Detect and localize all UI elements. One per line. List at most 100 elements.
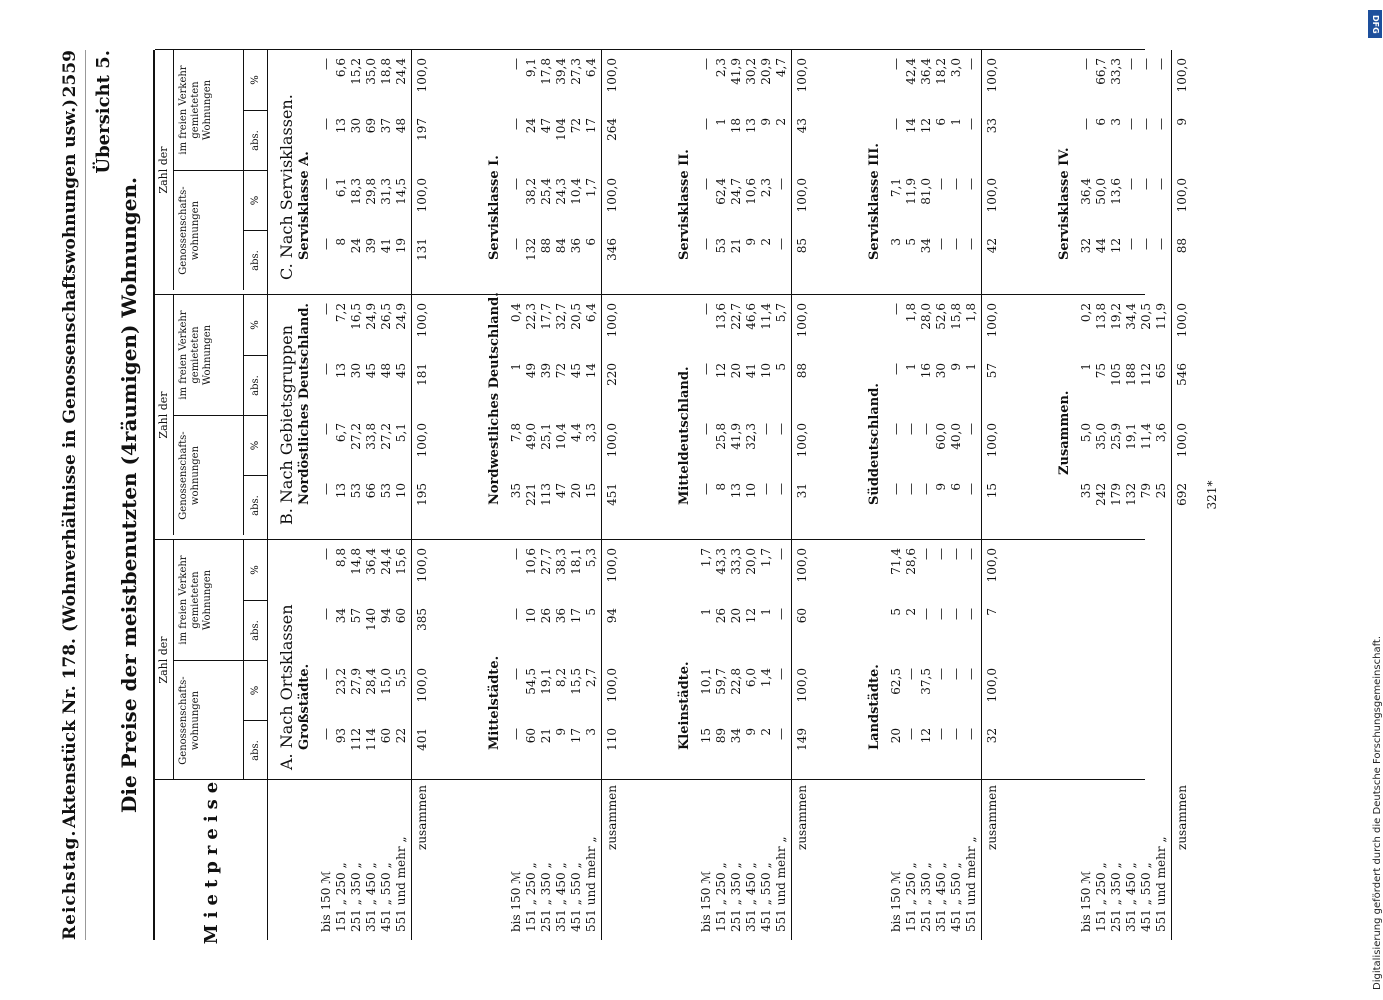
sum-cell: 9 — [1175, 118, 1189, 126]
frei-header: im freien Verkehr gemieteten Wohnungen — [173, 295, 243, 415]
header-middle: Aktenstück Nr. 178. (Wohnverhältnisse in… — [60, 98, 80, 829]
table-cell: 36 — [554, 608, 568, 624]
price-label: 451 „ 550 „ — [949, 862, 963, 932]
table-cell: 5,1 — [394, 423, 408, 443]
total-sum-cell: 100,0 — [1175, 423, 1189, 458]
block-title: Süddeutschland. — [867, 383, 882, 505]
table-cell: 17 — [584, 118, 598, 134]
table-cell: 13,6 — [1109, 178, 1123, 205]
block-title: Nordöstliches Deutschland. — [297, 303, 312, 505]
table-cell: 1 — [759, 608, 773, 616]
table-cell: — — [904, 668, 918, 680]
table-cell: 14,5 — [394, 178, 408, 205]
table-cell: 84 — [554, 238, 568, 254]
table-cell: 6,6 — [334, 58, 348, 78]
table-cell: 10,1 — [699, 668, 713, 695]
table-cell: 30 — [349, 363, 363, 379]
table-cell: 20 — [569, 483, 583, 499]
table-cell: — — [904, 483, 918, 495]
table-cell: 10,4 — [554, 423, 568, 450]
table-cell: 18,8 — [379, 58, 393, 85]
sum-cell: 33 — [985, 118, 999, 134]
table-cell: — — [699, 483, 713, 495]
sum-cell: 57 — [985, 363, 999, 379]
table-cell: 34 — [729, 728, 743, 744]
table-cell: 2,7 — [584, 668, 598, 688]
table-cell: 41,9 — [729, 423, 743, 450]
table-cell: 24,4 — [379, 548, 393, 575]
table-cell: 72 — [554, 363, 568, 379]
table-cell: 49 — [524, 363, 538, 379]
table-cell: 12 — [919, 118, 933, 134]
table-cell: 18 — [729, 118, 743, 134]
table-cell: — — [319, 363, 333, 375]
table-cell: 18,2 — [934, 58, 948, 85]
sum-label: zusammen — [415, 785, 429, 850]
overview-label: Übersicht 5. — [93, 50, 114, 174]
abs-header: abs. — [243, 355, 267, 415]
table-cell: 20 — [729, 363, 743, 379]
table-cell: 1 — [699, 608, 713, 616]
price-label: 151 „ 250 „ — [334, 862, 348, 932]
table-cell: 59,7 — [714, 668, 728, 695]
table-cell: 25,4 — [539, 178, 553, 205]
total-cell: 34,4 — [1124, 303, 1138, 330]
table-cell: — — [1079, 118, 1093, 130]
table-cell: — — [319, 58, 333, 70]
table-cell: 24,9 — [394, 303, 408, 330]
table-cell: 37,5 — [919, 668, 933, 695]
table-cell: 89 — [714, 728, 728, 744]
price-label: 551 und mehr „ — [1154, 836, 1168, 932]
table-cell: — — [699, 363, 713, 375]
sum-cell: 88 — [1175, 238, 1189, 254]
table-cell: 24,7 — [729, 178, 743, 205]
table-cell: — — [699, 58, 713, 70]
sum-rule — [1171, 50, 1172, 940]
sum-cell: 100,0 — [795, 668, 809, 703]
table-cell: 20 — [729, 608, 743, 624]
table-cell: — — [964, 728, 978, 740]
sum-cell: 100,0 — [985, 668, 999, 703]
price-label: 551 und mehr „ — [394, 836, 408, 932]
table-cell: 114 — [364, 728, 378, 751]
table-cell: 8 — [334, 238, 348, 246]
table-cell: 38,3 — [554, 548, 568, 575]
table-cell: 33,8 — [364, 423, 378, 450]
table-cell: 47 — [554, 483, 568, 499]
table-cell: — — [319, 608, 333, 620]
table-cell: 81,0 — [919, 178, 933, 205]
price-label: 251 „ 350 „ — [539, 862, 553, 932]
table-cell: 8 — [714, 483, 728, 491]
table-cell: 6 — [949, 483, 963, 491]
sum-cell: 451 — [605, 483, 619, 506]
sum-label: zusammen — [795, 785, 809, 850]
price-label: 551 und mehr „ — [584, 836, 598, 932]
pct-header: % — [243, 540, 267, 600]
sum-cell: 100,0 — [985, 178, 999, 213]
table-cell: — — [319, 668, 333, 680]
table-cell: 17,8 — [539, 58, 553, 85]
table-cell: — — [964, 423, 978, 435]
table-title: Die Preise der meistbenutzten (4räumigen… — [117, 177, 141, 813]
table-cell: 5 — [904, 238, 918, 246]
table-cell: — — [949, 548, 963, 560]
table-cell: — — [919, 548, 933, 560]
price-label: 351 „ 450 „ — [554, 862, 568, 932]
table-cell: 1,7 — [759, 548, 773, 568]
table-cell: 9 — [759, 118, 773, 126]
table-cell: — — [889, 483, 903, 495]
table-cell: 132 — [524, 238, 538, 261]
table-cell: 6,4 — [584, 303, 598, 323]
table-cell: 221 — [524, 483, 538, 506]
table-cell: 42,4 — [904, 58, 918, 85]
sum-cell: 100,0 — [415, 303, 429, 338]
total-cell: 112 — [1139, 363, 1153, 386]
table-cell: 26 — [539, 608, 553, 624]
sum-cell: 60 — [795, 608, 809, 624]
table-cell: 140 — [364, 608, 378, 631]
table-cell: 1,7 — [699, 548, 713, 568]
table-cell: — — [759, 483, 773, 495]
table-cell: 5,3 — [584, 548, 598, 568]
